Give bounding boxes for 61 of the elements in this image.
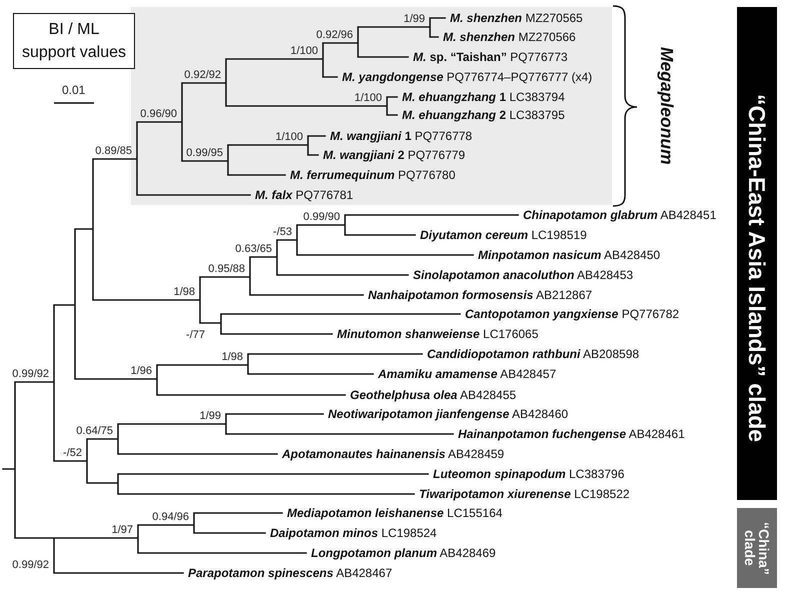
- taxon-label: M. sp. “Taishan” PQ776773: [413, 50, 568, 64]
- clade-band: [737, 508, 777, 588]
- support-value: 0.92/92: [184, 69, 221, 81]
- support-value: 0.92/96: [316, 29, 353, 41]
- taxon-label: M. ferrumequinum PQ776780: [290, 168, 456, 182]
- taxon-label: M. yangdongense PQ776774–PQ776777 (x4): [342, 70, 592, 84]
- taxon-label: Tiwaripotamon xiurenense LC198522: [419, 487, 630, 501]
- taxon-label: Diyutamon cereum LC198519: [420, 228, 587, 242]
- taxon-label: Mediapotamon leishanense LC155164: [287, 506, 502, 520]
- support-value: 0.99/92: [12, 559, 49, 571]
- taxon-label: Daipotamon minos LC198524: [270, 526, 437, 540]
- taxon-label: Cantopotamon yangxiense PQ776782: [465, 307, 680, 321]
- support-value: 0.63/65: [235, 243, 272, 255]
- clade-label: “China” clade: [743, 520, 771, 576]
- legend-box: [13, 13, 135, 69]
- support-value: 1/99: [404, 13, 425, 25]
- taxon-label: M. ehuangzhang 2 LC383795: [402, 108, 565, 122]
- clade-label: “China-East Asia Islands” clade: [744, 94, 770, 443]
- support-value: 0.96/90: [140, 108, 177, 120]
- support-value: 1/99: [200, 410, 221, 422]
- support-value: 0.99/92: [12, 368, 49, 380]
- clade-band: [737, 7, 777, 500]
- support-value: -/77: [186, 329, 205, 341]
- support-value: 0.89/85: [95, 145, 132, 157]
- taxon-label: Minutomon shanweiense LC176065: [337, 327, 538, 341]
- taxon-label: Longpotamon planum AB428469: [311, 546, 496, 560]
- taxon-label: Apotamonautes hainanensis AB428459: [282, 447, 504, 461]
- taxon-label: Geothelphusa olea AB428455: [350, 388, 516, 402]
- support-value: 0.95/88: [208, 263, 245, 275]
- support-value: 1/98: [174, 286, 195, 298]
- support-value: 1/97: [112, 524, 133, 536]
- support-value: -/53: [273, 226, 292, 238]
- support-value: 0.64/75: [76, 425, 113, 437]
- support-value: 1/100: [354, 92, 382, 104]
- taxon-label: Amamiku amamense AB428457: [378, 367, 556, 381]
- support-value: -/52: [63, 447, 82, 459]
- taxon-label: Neotiwaripotamon jianfengense AB428460: [328, 407, 568, 421]
- taxon-label: Parapotamon spinescens AB428467: [188, 566, 392, 580]
- taxon-label: M. wangjiani 1 PQ776778: [330, 129, 472, 143]
- taxon-label: M. ehuangzhang 1 LC383794: [402, 90, 565, 104]
- support-value: 0.99/90: [303, 211, 340, 223]
- taxon-label: M. shenzhen MZ270566: [443, 30, 576, 44]
- support-value: 1/98: [222, 351, 243, 363]
- taxon-label: Candidiopotamon rathbuni AB208598: [427, 347, 640, 361]
- taxon-label: Hainanpotamon fuchengense AB428461: [458, 427, 685, 441]
- legend-text: BI / ML support values: [20, 20, 128, 63]
- clade-name: Megapleonum: [657, 47, 676, 165]
- taxon-label: M. wangjiani 2 PQ776779: [323, 148, 466, 162]
- taxon-label: Sinolapotamon anacoluthon AB428453: [413, 268, 634, 282]
- scale-label: 0.01: [62, 83, 86, 97]
- support-value: 1/100: [275, 131, 303, 143]
- taxon-label: M. shenzhen MZ270565: [450, 11, 583, 25]
- support-value: 1/96: [130, 365, 152, 377]
- support-value: 0.94/96: [152, 511, 189, 523]
- taxon-label: Minpotamon nasicum AB428450: [478, 248, 660, 262]
- support-value: 0.99/95: [186, 147, 223, 159]
- taxon-label: Chinapotamon glabrum AB428451: [523, 208, 716, 222]
- taxon-label: Nanhaipotamon formosensis AB212867: [368, 288, 592, 302]
- taxon-label: Luteomon spinapodum LC383796: [433, 467, 624, 481]
- support-value: 1/100: [290, 45, 318, 57]
- taxon-label: M. falx PQ776781: [255, 188, 354, 202]
